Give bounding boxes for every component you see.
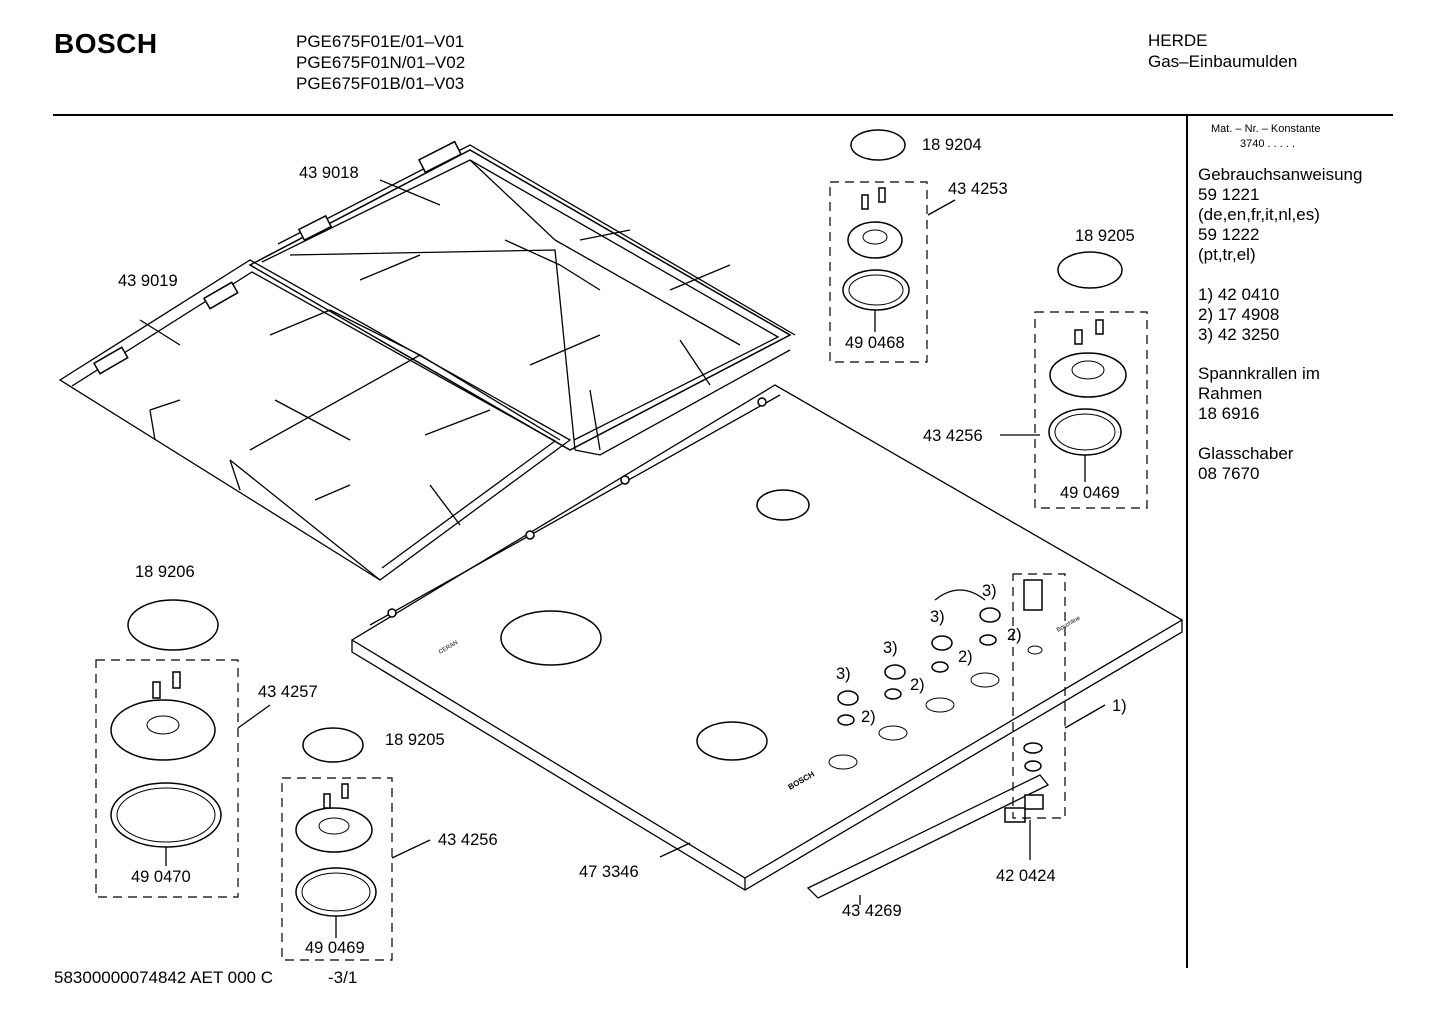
panel-badge: CERAN: [438, 640, 459, 656]
label-cap-right: 18 9205: [1075, 227, 1135, 245]
label-ring-right: 49 0469: [1060, 484, 1120, 502]
burner-head-right: [1049, 352, 1127, 398]
manual-line: (de,en,fr,it,nl,es): [1198, 205, 1320, 224]
manual-line: 59 1221: [1198, 185, 1260, 204]
sealing-ring-small: [295, 867, 377, 917]
header-divider: [53, 114, 1393, 116]
control-knobs: [837, 589, 1001, 726]
sealing-ring-right: [1048, 408, 1122, 456]
burner-cap-small: [302, 727, 364, 763]
pan-support-right: [248, 140, 796, 456]
label-ring-top: 49 0468: [845, 334, 905, 352]
burner-group-large: [95, 599, 271, 898]
label-ring-small: 49 0469: [305, 939, 365, 957]
label-ref2: 2): [1007, 626, 1022, 644]
sealing-ring-large: [110, 782, 222, 848]
manual-title: Gebrauchsanweisung: [1198, 165, 1363, 184]
reference-line: 1) 42 0410: [1198, 285, 1280, 304]
label-ref3: 3): [982, 582, 997, 600]
label-cap-large: 18 9206: [135, 563, 195, 581]
pan-support-left: [58, 259, 572, 581]
leader-ref1: [1064, 704, 1106, 729]
label-grate-right: 43 9018: [299, 164, 359, 182]
scraper-line: 08 7670: [1198, 464, 1260, 483]
category-title: HERDE: [1148, 31, 1208, 50]
burner-cap-large: [127, 599, 219, 651]
label-grate-left: 43 9019: [118, 272, 178, 290]
label-ref2: 2): [910, 676, 925, 694]
subcategory-title: Gas–Einbaumulden: [1148, 52, 1298, 71]
label-burner-large: 43 4257: [258, 683, 318, 701]
clamps-line: 18 6916: [1198, 404, 1260, 423]
reference-line: 2) 17 4908: [1198, 305, 1280, 324]
clamps-line: Spannkrallen im: [1198, 364, 1320, 383]
label-ignition: 42 0424: [996, 867, 1056, 885]
label-burner-top: 43 4253: [948, 180, 1008, 198]
material-number-value: 3740 . . . . .: [1240, 138, 1296, 150]
label-hob-panel: 47 3346: [579, 863, 639, 881]
burner-cap-top: [850, 129, 906, 161]
brand-logo: BOSCH: [54, 28, 158, 59]
burner-group-right: [1000, 251, 1148, 509]
burner-cap-right: [1057, 251, 1123, 289]
scraper-line: Glasschaber: [1198, 444, 1294, 463]
ignition-group-box: [1012, 573, 1066, 819]
model-number-1: PGE675F01E/01–V01: [296, 32, 465, 51]
manual-line: 59 1222: [1198, 225, 1260, 244]
spark-igniter: [1023, 579, 1043, 611]
label-ref2: 2): [861, 708, 876, 726]
label-cap-top: 18 9204: [922, 136, 982, 154]
burner-hole-rear: [756, 489, 810, 521]
panel-brand-mark: BOSCH: [787, 769, 817, 791]
ignition-assembly: [806, 579, 1050, 899]
label-cap-small: 18 9205: [385, 731, 445, 749]
label-burner-small: 43 4256: [438, 831, 498, 849]
burner-head-top: [847, 221, 903, 259]
label-ring-large: 49 0470: [131, 868, 191, 886]
label-rail: 43 4269: [842, 902, 902, 920]
clamps-line: Rahmen: [1198, 384, 1263, 403]
burner-group-small: [281, 727, 431, 961]
manual-line: (pt,tr,el): [1198, 245, 1256, 264]
label-ref3: 3): [930, 608, 945, 626]
label-ref3: 3): [836, 665, 851, 683]
label-ref2: 2): [958, 648, 973, 666]
page-number: -3/1: [328, 968, 358, 987]
sidebar-divider: [1186, 116, 1188, 968]
burner-hole-large: [500, 610, 602, 666]
burner-head-small: [295, 807, 373, 853]
document-code: 58300000074842 AET 000 C: [54, 968, 273, 987]
sealing-ring-top: [842, 269, 910, 311]
model-number-2: PGE675F01N/01–V02: [296, 53, 466, 72]
burner-group-top: [829, 129, 956, 363]
material-number-title: Mat. – Nr. – Konstante: [1211, 123, 1321, 135]
burner-hole-front: [696, 721, 768, 761]
label-ref1: 1): [1112, 697, 1127, 715]
burner-head-large: [110, 699, 216, 761]
model-number-3: PGE675F01B/01–V03: [296, 74, 465, 93]
leader-hob-panel: [659, 842, 691, 858]
label-ref3: 3): [883, 639, 898, 657]
label-burner-right: 43 4256: [923, 427, 983, 445]
reference-line: 3) 42 3250: [1198, 325, 1280, 344]
panel-badge-right: Boschline: [1056, 615, 1082, 634]
hob-panel: BOSCH CERAN Boschline: [350, 384, 1184, 891]
